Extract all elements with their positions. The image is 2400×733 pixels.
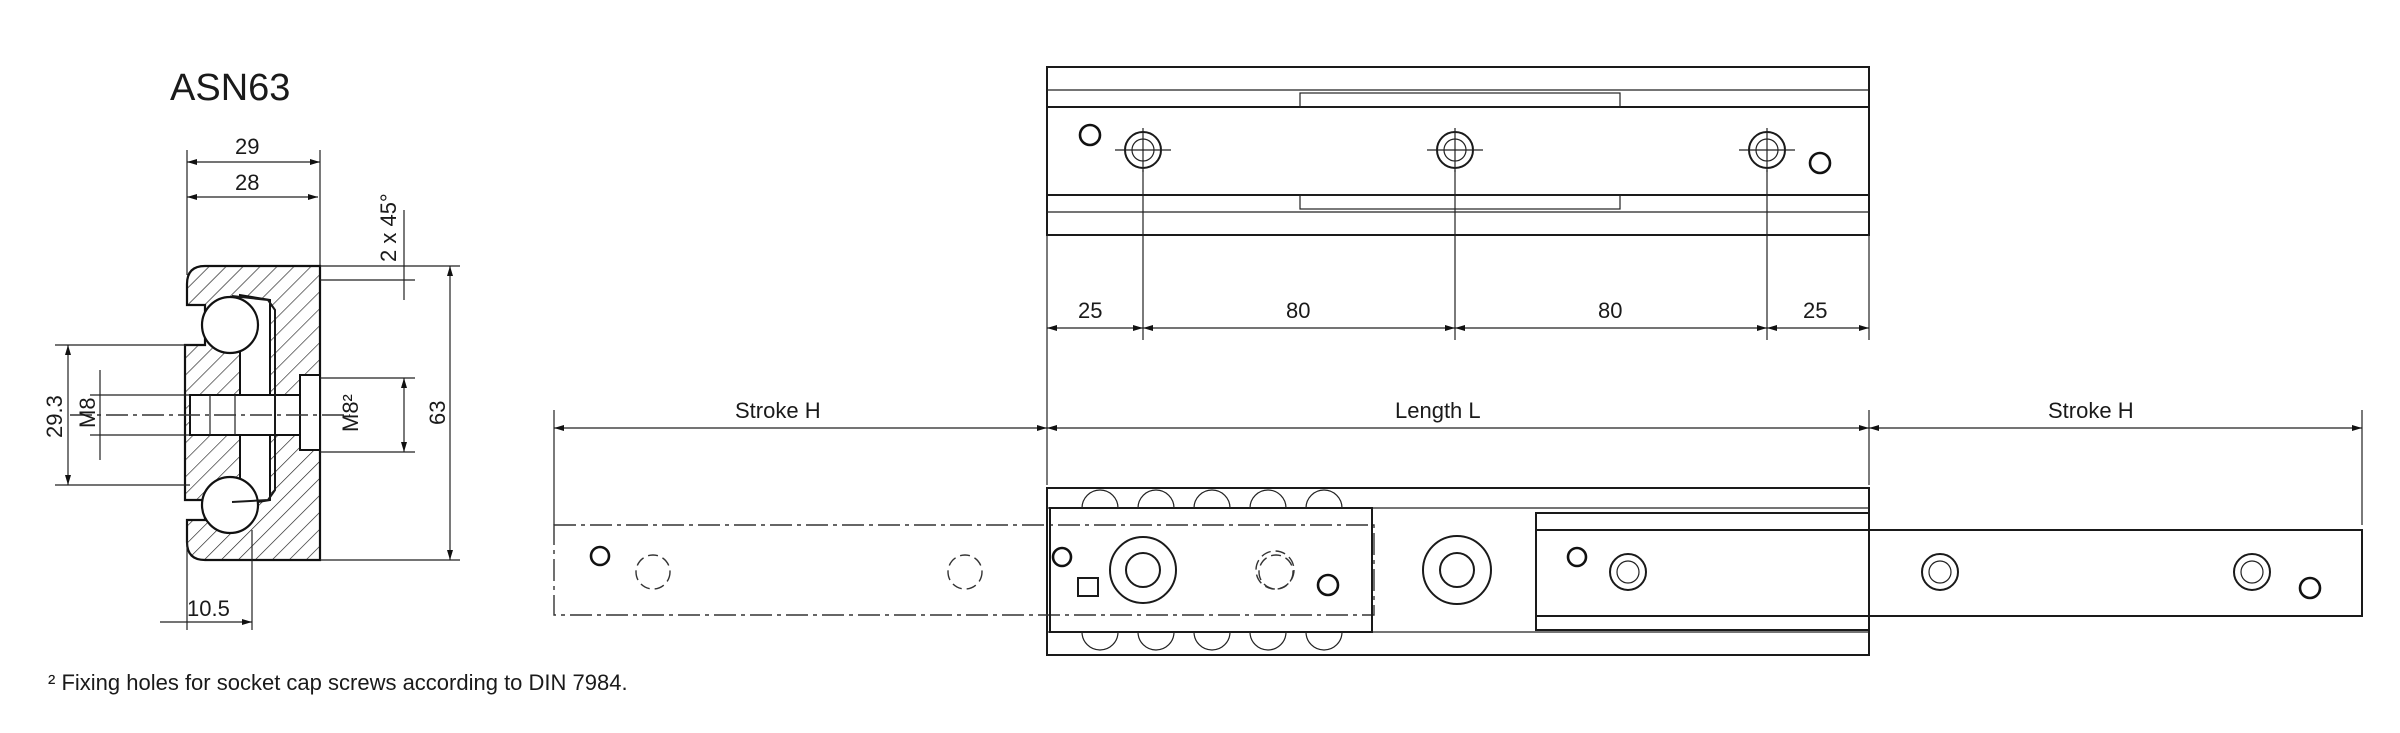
center-boss	[1422, 535, 1492, 605]
hole-icon	[1808, 151, 1832, 175]
footnote: ² Fixing holes for socket cap screws acc…	[48, 670, 628, 695]
hole-icon	[2233, 553, 2271, 591]
side-view: Stroke H Length L Stroke H	[553, 340, 2363, 656]
hole-icon	[1051, 546, 1073, 568]
cage-boss-hole	[1125, 552, 1161, 588]
fixing-hole-icon	[1739, 128, 1795, 172]
section-title: ASN63	[170, 67, 290, 109]
hole-icon	[1255, 550, 1295, 590]
slider-extended	[1535, 529, 2363, 617]
fixing-hole-icon	[1115, 128, 1171, 172]
label-stroke-right: Stroke H	[2048, 398, 2134, 423]
dim-29: 29	[235, 134, 259, 159]
hole-icon	[2240, 560, 2264, 584]
dim-m8-left: M8	[75, 397, 100, 428]
hole-icon	[1616, 560, 1640, 584]
dim-80-right: 80	[1598, 298, 1622, 323]
ball-row-upper	[1081, 489, 1343, 509]
hole-icon	[589, 545, 611, 567]
ball-row-lower	[1081, 631, 1343, 651]
hole-icon	[1928, 560, 1952, 584]
dim-28: 28	[235, 170, 259, 195]
bolt-head	[299, 374, 321, 451]
dim-63: 63	[425, 401, 450, 425]
dim-80-left: 80	[1286, 298, 1310, 323]
top-outline	[1046, 66, 1870, 236]
ball-upper	[200, 295, 260, 355]
hole-icon	[635, 554, 671, 590]
center-boss-hole	[1439, 552, 1475, 588]
hole-icon	[1078, 123, 1102, 147]
cage-boss	[1109, 536, 1177, 604]
slider-retracted	[553, 524, 1375, 616]
hole-icon	[1566, 546, 1588, 568]
dim-25-right: 25	[1803, 298, 1827, 323]
label-stroke-left: Stroke H	[735, 398, 821, 423]
hole-icon	[1921, 553, 1959, 591]
cage	[231, 295, 276, 503]
hole-icon	[1609, 553, 1647, 591]
top-view: 25 80 80 25	[1046, 66, 1870, 340]
hole-icon	[1316, 573, 1340, 597]
stop-block	[1077, 577, 1099, 597]
label-length: Length L	[1395, 398, 1481, 423]
dim-25-left: 25	[1078, 298, 1102, 323]
section-view: ASN63 29 28 2 x 45° 63	[42, 67, 460, 630]
dim-chamfer: 2 x 45°	[376, 193, 401, 262]
dim-m8-right: M8²	[338, 394, 363, 432]
hole-icon	[2298, 576, 2322, 600]
hole-icon	[947, 554, 983, 590]
hole-icon	[1258, 554, 1294, 590]
fixing-hole-icon	[1427, 128, 1483, 172]
slider-strip-upper	[1299, 92, 1621, 108]
dim-29-3: 29.3	[42, 395, 67, 438]
ball-cage	[1049, 507, 1373, 633]
slider-strip-lower	[1299, 194, 1621, 210]
ball-lower	[200, 475, 260, 535]
dim-10-5: 10.5	[187, 596, 230, 621]
